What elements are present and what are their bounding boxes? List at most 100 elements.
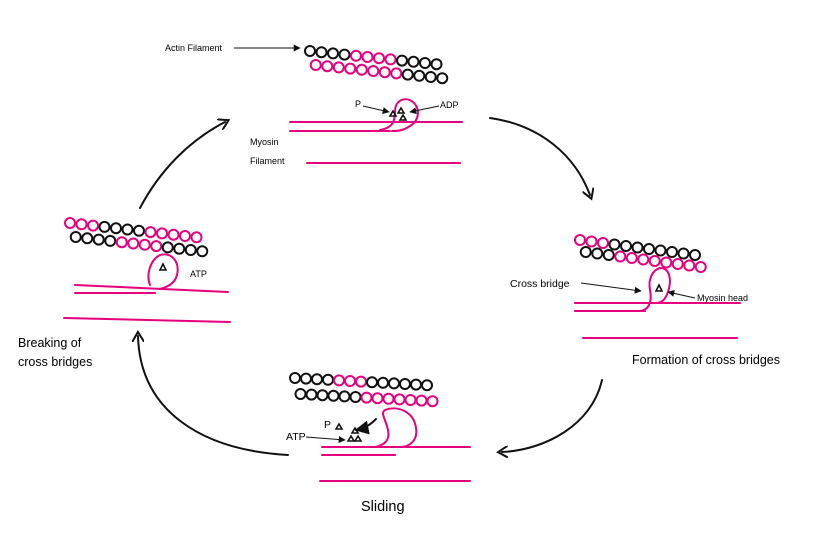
actin-bead — [591, 247, 604, 260]
actin-bead — [156, 227, 168, 240]
actin-bead — [87, 219, 99, 232]
actin-bead — [419, 57, 431, 69]
actin-bead — [631, 241, 644, 254]
actin-bead — [382, 392, 395, 405]
actin-bead — [360, 391, 373, 404]
breaking-label-line1: Breaking of — [18, 336, 82, 350]
actin-bead — [75, 218, 88, 231]
actin-bead — [309, 59, 322, 71]
cross-bridge-label: Cross bridge — [510, 278, 570, 290]
cross-bridge — [639, 266, 671, 312]
actin-bead — [654, 244, 667, 257]
actin-bead — [399, 378, 411, 390]
cycle-arrow-right-to-bottom — [502, 379, 603, 452]
actin-filament-left — [64, 217, 209, 258]
actin-bead — [648, 255, 661, 267]
p-label-bottom: P — [324, 419, 331, 431]
actin-bead — [677, 247, 690, 260]
actin-bead — [643, 243, 655, 255]
p-pointer-top — [362, 105, 390, 114]
atp-molecule — [158, 262, 168, 271]
actin-bead — [127, 237, 140, 250]
actin-bead — [311, 373, 323, 386]
actin-bead — [300, 372, 312, 385]
myosin-filament-label-line2: Filament — [250, 156, 285, 166]
actin-bead — [196, 245, 209, 258]
myosin-head-pointer — [667, 289, 696, 299]
actin-bead — [367, 65, 380, 77]
actin-bead — [98, 220, 111, 233]
actin-bead — [401, 68, 414, 81]
actin-bead — [327, 389, 340, 402]
actin-bead — [344, 375, 356, 387]
actin-bead — [69, 231, 82, 243]
stage-right: Cross bridge Myosin head Formation of cr… — [510, 234, 780, 367]
cycle-arrow-left-to-top — [139, 122, 225, 209]
atp-pointer-bottom — [305, 436, 346, 444]
actin-bead — [332, 61, 345, 74]
actin-bead — [597, 237, 609, 249]
adp-label: ADP — [440, 100, 459, 110]
actin-bead — [424, 71, 437, 83]
actin-bead — [421, 379, 433, 392]
p-label-top: P — [355, 99, 361, 109]
stage-left: ATP Breaking of cross bridges — [18, 217, 231, 369]
actin-bead — [390, 67, 403, 80]
myosin-head-triangle — [654, 283, 664, 292]
actin-bead — [384, 53, 397, 66]
actin-bead — [173, 242, 186, 255]
actin-bead — [167, 228, 180, 241]
actin-bead — [161, 241, 174, 254]
actin-bead — [327, 47, 339, 60]
cross-bridge-pointer — [580, 282, 642, 294]
actin-bead — [355, 375, 367, 388]
actin-bead — [378, 66, 391, 79]
actin-bead — [614, 250, 627, 263]
actin-bead — [333, 374, 345, 387]
actin-bead — [436, 72, 449, 85]
actin-filament-label: Actin Filament — [165, 43, 223, 53]
actin-bead — [393, 393, 406, 406]
actin-bead — [660, 256, 673, 269]
cycle-arrow-top-to-right — [489, 117, 590, 195]
myosin-head-detached — [147, 253, 179, 290]
adp-pointer — [409, 105, 440, 115]
actin-bead — [150, 240, 163, 253]
myosin-head-bent — [374, 407, 418, 448]
actin-bead — [321, 60, 334, 73]
actin-bead — [305, 388, 318, 401]
atp-label-bottom: ATP — [286, 431, 306, 443]
actin-bead — [81, 232, 94, 245]
actin-bead — [304, 45, 316, 57]
actin-bead — [92, 233, 105, 246]
actin-bead — [104, 234, 117, 247]
actin-bead — [115, 236, 128, 249]
actin-bead — [396, 54, 408, 67]
myosin-filament-label-line1: Myosin — [250, 137, 279, 147]
atp-p-molecules — [334, 422, 363, 442]
actin-bead — [184, 244, 197, 256]
actin-filament-bottom — [289, 372, 439, 408]
bend-arrow — [354, 418, 377, 435]
actin-bead — [110, 222, 122, 235]
myosin-filament-line — [63, 317, 231, 323]
actin-bead — [121, 223, 134, 236]
actin-bead — [294, 388, 307, 400]
actin-bead — [373, 52, 385, 65]
actin-bead — [322, 373, 334, 386]
sliding-label: Sliding — [361, 499, 405, 515]
actin-bead — [179, 230, 191, 242]
actin-bead — [602, 249, 615, 261]
myosin-head-label: Myosin head — [697, 293, 748, 303]
actin-bead — [144, 226, 157, 239]
myosin-head — [379, 98, 419, 132]
actin-bead — [133, 224, 145, 237]
actin-bead — [366, 376, 378, 389]
stage-bottom: P ATP Sliding — [286, 372, 471, 515]
actin-bead — [355, 63, 368, 76]
actin-bead — [585, 235, 598, 248]
actin-bead — [338, 48, 351, 61]
cycle-arrow-bottom-to-left — [138, 336, 289, 456]
actin-bead — [620, 240, 632, 252]
actin-bead — [338, 390, 351, 403]
